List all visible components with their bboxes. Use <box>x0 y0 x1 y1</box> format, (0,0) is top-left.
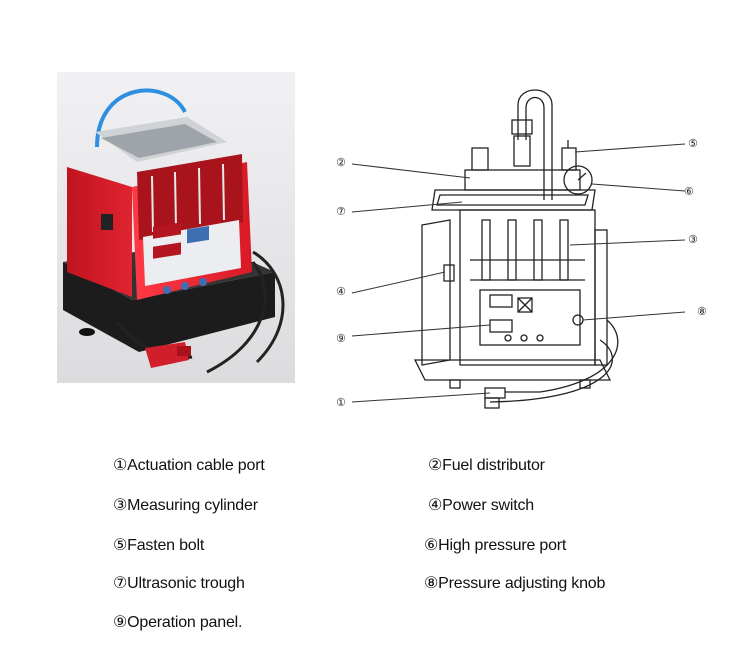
legend-item-2: ②Fuel distributor <box>428 457 545 474</box>
callout-1: ① <box>336 396 346 409</box>
schematic-drawing <box>330 80 730 420</box>
injector-cleaner-photo <box>57 72 295 383</box>
legend-item-8: ⑧Pressure adjusting knob <box>424 575 606 592</box>
callout-8: ⑧ <box>697 305 707 318</box>
legend-item-4: ④Power switch <box>428 497 534 514</box>
legend-item-5: ⑤Fasten bolt <box>113 537 205 554</box>
product-photo <box>57 72 295 383</box>
schematic-line-art <box>351 89 686 409</box>
callout-4: ④ <box>336 285 346 298</box>
callout-5: ⑤ <box>688 137 698 150</box>
callout-9: ⑨ <box>336 332 346 345</box>
legend-item-1: ①Actuation cable port <box>113 457 265 474</box>
callout-3: ③ <box>688 233 698 246</box>
callout-6: ⑥ <box>684 185 694 198</box>
legend-item-6: ⑥High pressure port <box>424 537 567 554</box>
legend-item-3: ③Measuring cylinder <box>113 497 258 514</box>
legend-item-7: ⑦Ultrasonic trough <box>113 575 245 592</box>
legend-item-9: ⑨Operation panel. <box>113 614 243 631</box>
callout-2: ② <box>336 156 346 169</box>
callout-7: ⑦ <box>336 205 346 218</box>
parts-legend: ①Actuation cable port ②Fuel distributor … <box>113 455 673 645</box>
